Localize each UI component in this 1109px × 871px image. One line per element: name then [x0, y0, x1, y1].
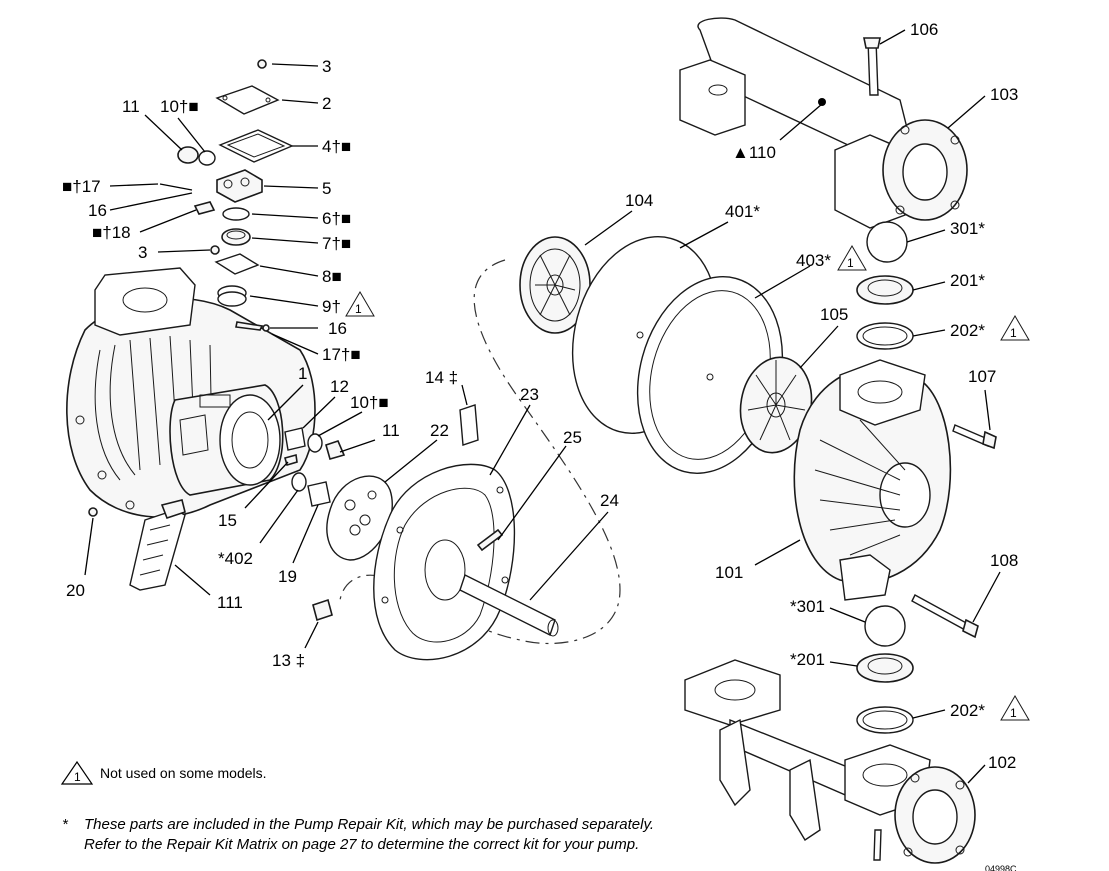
fitting-14	[459, 404, 479, 446]
svg-text:1: 1	[1010, 326, 1017, 340]
bottom-manifold	[684, 659, 976, 864]
callout-16a: 16	[88, 201, 107, 220]
note-symbol-icon: 1	[60, 760, 94, 785]
diaphragm-shaft	[459, 574, 559, 637]
not-used-note: Not used on some models.	[100, 765, 267, 781]
callout-12: 12	[330, 377, 349, 396]
callout-16b: 16	[328, 319, 347, 338]
callout-15: 15	[218, 511, 237, 530]
callout-301a: 301*	[950, 219, 985, 238]
callout-17b: 17†■	[322, 345, 361, 364]
assembly-dash-line	[339, 259, 621, 645]
callout-201a: 201*	[950, 271, 985, 290]
callout-10a: 10†■	[160, 97, 199, 116]
callout-13: 13 ‡	[272, 651, 305, 670]
callout-2: 2	[322, 94, 331, 113]
svg-text:1: 1	[847, 256, 854, 270]
note-symbol-403	[837, 245, 867, 271]
callout-108: 108	[990, 551, 1018, 570]
note-symbol-202b	[1000, 695, 1030, 721]
callout-103: 103	[990, 85, 1018, 104]
callout-14: 14 ‡	[425, 368, 458, 387]
callout-25: 25	[563, 428, 582, 447]
kit-note-line-1: These parts are included in the Pump Rep…	[84, 816, 655, 833]
callout-23: 23	[520, 385, 539, 404]
callout-101: 101	[715, 563, 743, 582]
small-parts-stack	[88, 59, 346, 517]
callout-9: 9†	[322, 297, 341, 316]
callout-401: 401*	[725, 202, 760, 221]
leader-lines	[84, 29, 1001, 784]
callout-17a: ■†17	[62, 177, 101, 196]
center-section	[169, 384, 284, 496]
callout-402: *402	[218, 549, 253, 568]
callout-22: 22	[430, 421, 449, 440]
kit-note-marker: *	[62, 816, 68, 833]
callout-11a: 11	[122, 97, 140, 116]
fitting-13	[312, 598, 333, 622]
callout-3a: 3	[322, 57, 331, 76]
callout-301b: *301	[790, 597, 825, 616]
callout-110: ▲110	[732, 143, 776, 162]
bolt-108	[911, 594, 971, 632]
callout-24: 24	[600, 491, 619, 510]
callout-5: 5	[322, 179, 331, 198]
callout-102: 102	[988, 753, 1016, 772]
callout-8: 8■	[322, 267, 342, 286]
callout-7: 7†■	[322, 234, 351, 253]
note-symbol-202a	[1000, 315, 1030, 341]
callout-106: 106	[910, 20, 938, 39]
svg-text:1: 1	[1010, 706, 1017, 720]
top-manifold	[679, 17, 968, 229]
outer-plate	[739, 356, 813, 454]
callout-201b: *201	[790, 650, 825, 669]
callout-3b: 3	[138, 243, 147, 262]
ball-301-top	[866, 221, 908, 263]
callout-11b: 11	[382, 421, 400, 440]
callout-4: 4†■	[322, 137, 351, 156]
callout-104: 104	[625, 191, 653, 210]
svg-text:1: 1	[74, 770, 81, 784]
figure-id: 04998C	[985, 864, 1017, 871]
right-fluid-cover	[793, 359, 952, 601]
kit-note-line-2: Refer to the Repair Kit Matrix on page 2…	[84, 836, 640, 853]
callout-403: 403*	[796, 251, 831, 270]
callout-202b: 202*	[950, 701, 985, 720]
callout-107: 107	[968, 367, 996, 386]
note-symbol-9	[345, 291, 375, 317]
ball-301-bottom	[864, 605, 906, 647]
callout-10b: 10†■	[350, 393, 389, 412]
callout-111: 111	[217, 593, 243, 612]
muffler	[129, 499, 186, 591]
callout-labels: 3 2 11 10†■ 4†■ 5 ■†17 16 6†■ ■†18 7†■ 3…	[62, 20, 1030, 871]
callout-18: ■†18	[92, 223, 131, 242]
callout-105: 105	[820, 305, 848, 324]
callout-20: 20	[66, 581, 85, 600]
svg-text:1: 1	[355, 302, 362, 316]
callout-19: 19	[278, 567, 297, 586]
air-cover	[373, 463, 516, 661]
callout-1: 1	[298, 364, 307, 383]
callout-6: 6†■	[322, 209, 351, 228]
callout-202a: 202*	[950, 321, 985, 340]
